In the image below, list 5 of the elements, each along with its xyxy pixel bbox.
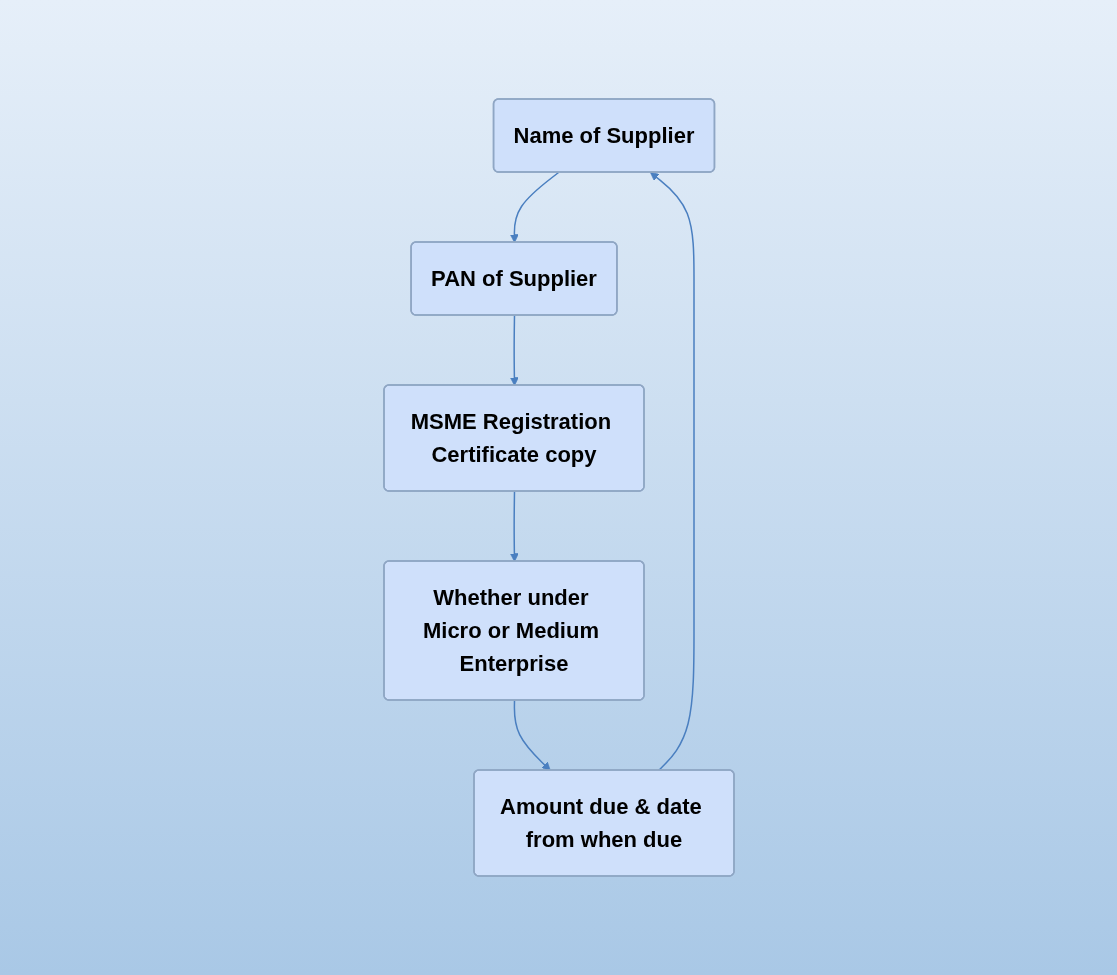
arrow [509,314,519,386]
arrow [509,171,559,243]
arrow [509,490,519,562]
arrow [649,172,695,772]
arrow [513,699,551,771]
